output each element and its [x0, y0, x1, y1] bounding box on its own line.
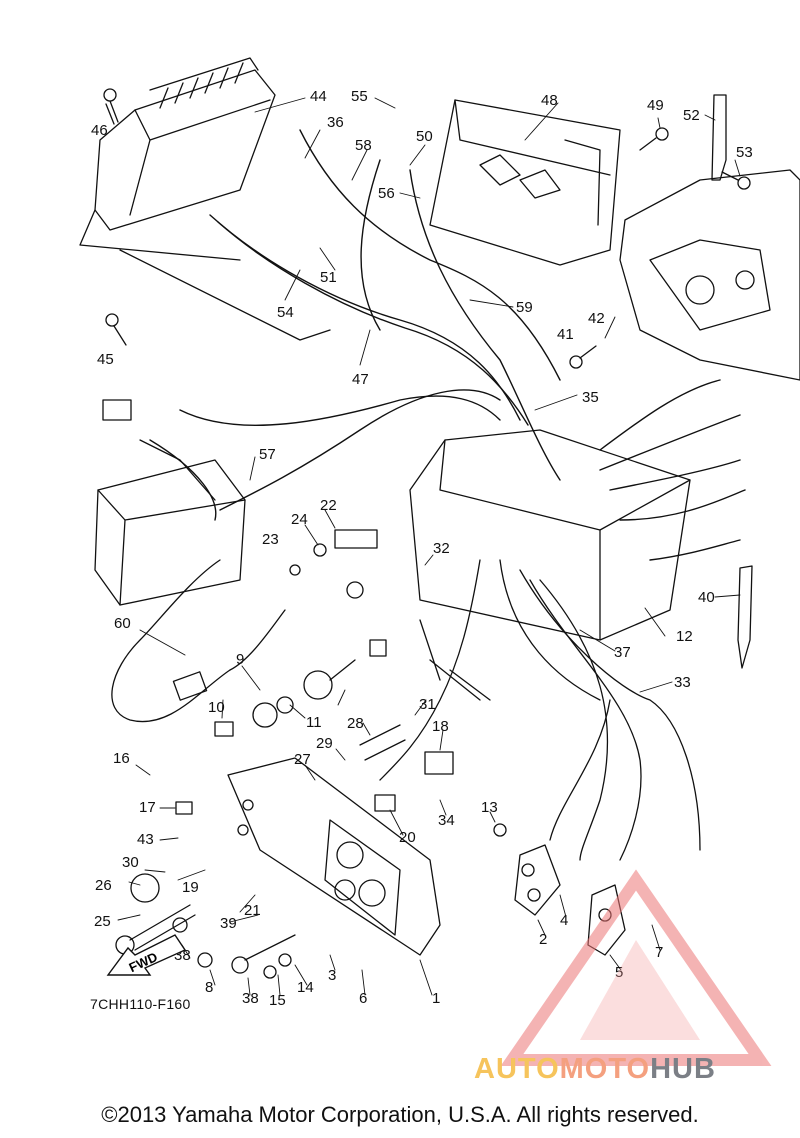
part-label-11: 11 — [306, 714, 322, 731]
part-label-50: 50 — [416, 128, 433, 145]
part-label-10: 10 — [208, 699, 225, 716]
part-label-52: 52 — [683, 107, 700, 124]
drawing-code: 7CHH110-F160 — [90, 996, 191, 1012]
part-label-36: 36 — [327, 114, 344, 131]
part-label-43: 43 — [137, 831, 154, 848]
panel-harness-illustration — [379, 559, 701, 861]
part-label-23: 23 — [262, 531, 279, 548]
cable-tie-illustration — [737, 565, 753, 669]
part-label-47: 47 — [352, 371, 369, 388]
part-label-6: 6 — [359, 990, 367, 1007]
part-label-38-second: 38 — [242, 990, 259, 1007]
watermark-logo — [500, 869, 772, 1066]
part-label-40: 40 — [698, 589, 715, 606]
part-label-34: 34 — [438, 812, 455, 829]
part-label-14: 14 — [297, 979, 314, 996]
part-label-12: 12 — [676, 628, 693, 645]
receptacle-illustration — [514, 844, 561, 916]
part-label-59: 59 — [516, 299, 533, 316]
part-label-29: 29 — [316, 735, 333, 752]
main-harness-illustration — [149, 129, 746, 561]
watermark-brand: AUTOMOTOHUB — [474, 1053, 716, 1086]
control-unit-illustration — [79, 57, 331, 341]
fwd-arrow: FWD — [106, 934, 187, 976]
part-label-42: 42 — [588, 310, 605, 327]
part-label-54: 54 — [277, 304, 294, 321]
part-label-46: 46 — [91, 122, 108, 139]
strap-52-illustration — [711, 94, 727, 181]
battery-illustration — [94, 399, 246, 606]
part-label-7: 7 — [655, 944, 663, 961]
part-label-30: 30 — [122, 854, 139, 871]
bolt-45-illustration — [105, 313, 127, 346]
part-label-21: 21 — [244, 902, 261, 919]
copyright-footer: ©2013 Yamaha Motor Corporation, U.S.A. A… — [101, 1102, 699, 1127]
control-panel-plate-illustration — [227, 757, 441, 956]
part-label-25: 25 — [94, 913, 111, 930]
part-label-44: 44 — [310, 88, 327, 105]
brand-hub: HUB — [650, 1053, 716, 1085]
bolt-49-illustration — [639, 127, 669, 151]
part-label-57: 57 — [259, 446, 276, 463]
part-label-8: 8 — [205, 979, 213, 996]
part-label-1: 1 — [432, 990, 440, 1007]
part-label-20: 20 — [399, 829, 416, 846]
part-label-60: 60 — [114, 615, 131, 632]
part-label-31: 31 — [419, 696, 436, 713]
part-label-58: 58 — [355, 137, 372, 154]
bolt-41-illustration — [569, 345, 597, 369]
part-label-17: 17 — [139, 799, 156, 816]
part-label-5: 5 — [615, 964, 623, 981]
part-label-27: 27 — [294, 751, 311, 768]
part-label-32: 32 — [433, 540, 450, 557]
part-label-9: 9 — [236, 651, 244, 668]
part-label-15: 15 — [269, 992, 286, 1009]
part-label-13: 13 — [481, 799, 498, 816]
brand-auto: AUTO — [474, 1053, 560, 1085]
part-label-2: 2 — [539, 931, 547, 948]
part-label-18: 18 — [432, 718, 449, 735]
part-label-33: 33 — [674, 674, 691, 691]
part-label-3: 3 — [328, 967, 336, 984]
part-label-16: 16 — [113, 750, 130, 767]
part-label-39: 39 — [220, 915, 237, 932]
part-label-56: 56 — [378, 185, 395, 202]
part-label-24: 24 — [291, 511, 308, 528]
part-label-45: 45 — [97, 351, 114, 368]
part-label-55: 55 — [351, 88, 368, 105]
fuse-box-illustration — [429, 99, 621, 266]
part-label-48: 48 — [541, 92, 558, 109]
part-label-28: 28 — [347, 715, 364, 732]
harness-box-illustration — [409, 429, 691, 641]
part-label-4: 4 — [560, 912, 568, 929]
leader-lines — [117, 97, 741, 996]
bolt-46-illustration — [103, 88, 119, 125]
part-label-26: 26 — [95, 877, 112, 894]
part-label-35: 35 — [582, 389, 599, 406]
brand-moto: MOTO — [559, 1053, 651, 1085]
part-label-37: 37 — [614, 644, 631, 661]
bolt-53-illustration — [721, 171, 751, 190]
part-label-49: 49 — [647, 97, 664, 114]
part-labels: 1234567891011121314151617181920212223242… — [91, 88, 753, 1009]
extension-cord-illustration — [111, 559, 286, 723]
part-label-51: 51 — [320, 269, 337, 286]
part-label-19: 19 — [182, 879, 199, 896]
engine-block-illustration — [619, 169, 800, 381]
switch-components-illustration — [115, 529, 507, 979]
part-label-53: 53 — [736, 144, 753, 161]
part-label-41: 41 — [557, 326, 574, 343]
part-label-22: 22 — [320, 497, 337, 514]
